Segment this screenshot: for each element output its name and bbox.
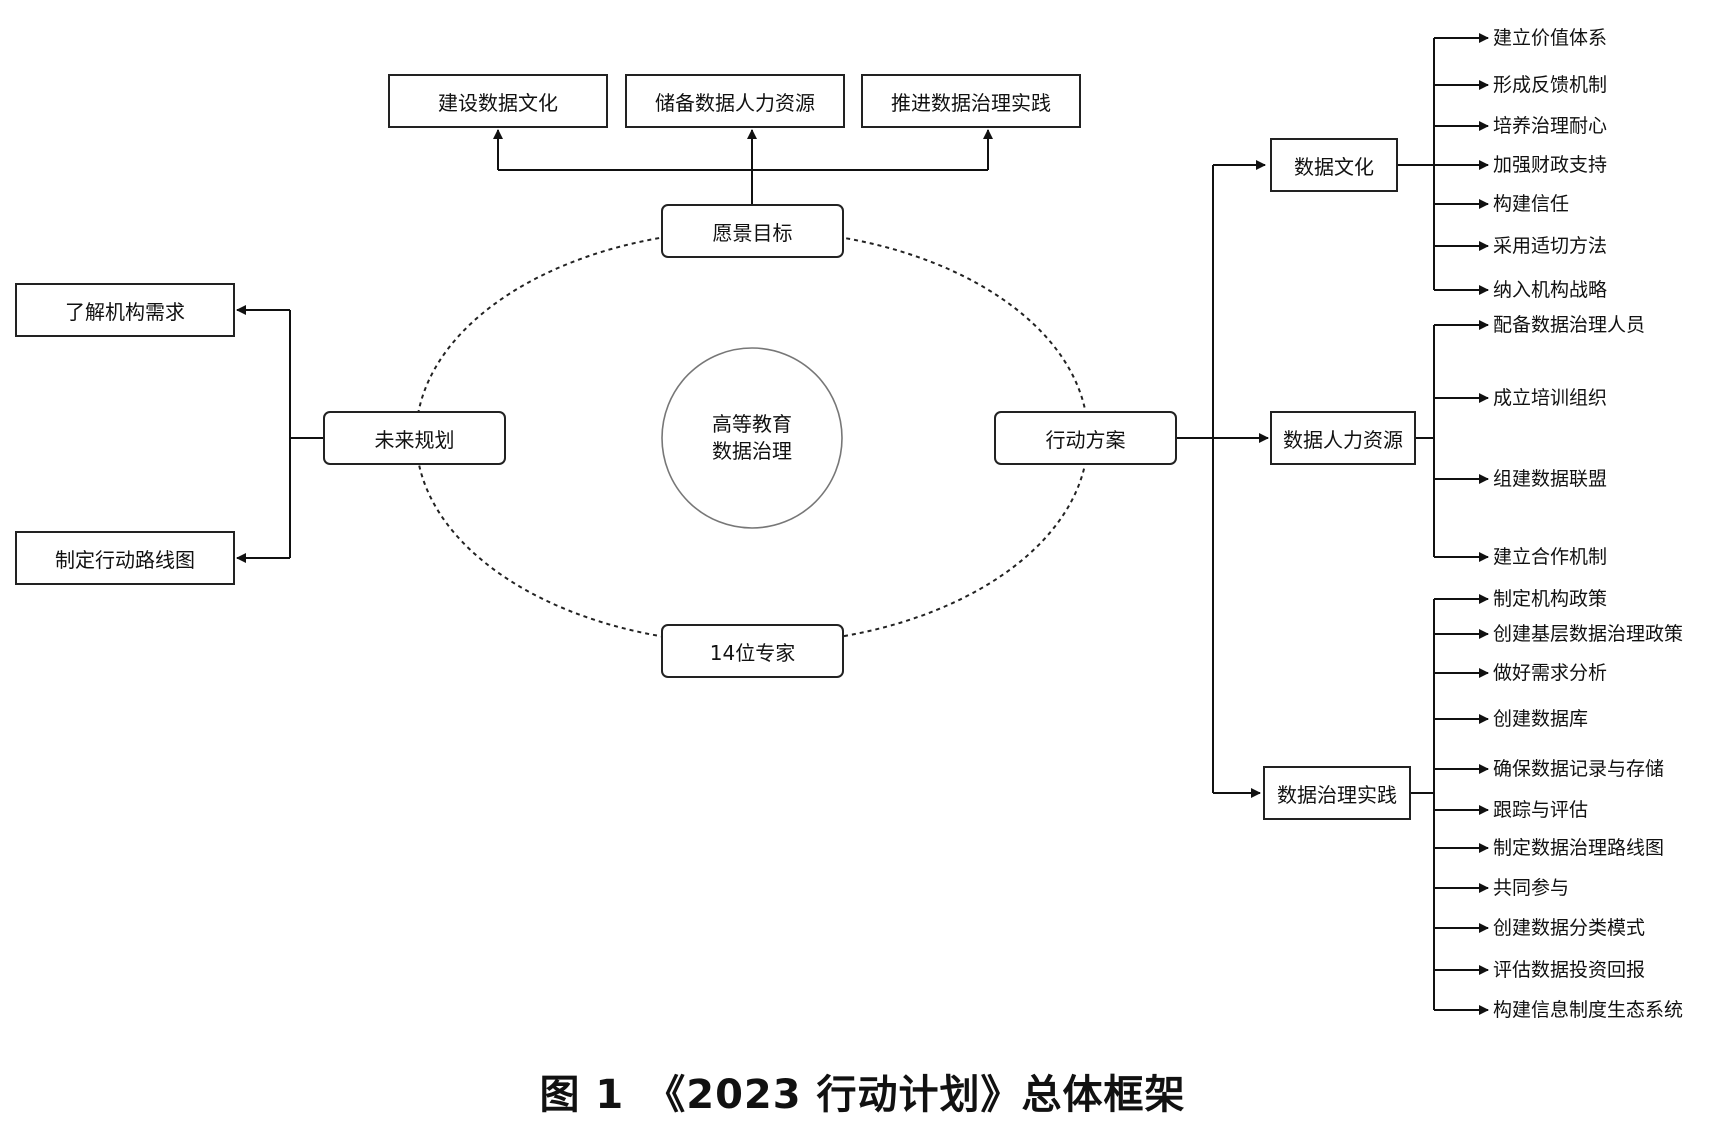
future-node: 未来规划 bbox=[323, 411, 506, 465]
leaf-item: 形成反馈机制 bbox=[1493, 74, 1608, 96]
vision-child-box-3: 推进数据治理实践 bbox=[861, 74, 1081, 128]
leaf-item: 构建信息制度生态系统 bbox=[1493, 999, 1684, 1021]
leaf-item: 培养治理耐心 bbox=[1493, 115, 1608, 137]
vision-child-box-2: 储备数据人力资源 bbox=[625, 74, 845, 128]
leaf-item: 共同参与 bbox=[1493, 877, 1570, 899]
future-connectors bbox=[236, 305, 323, 563]
leaf-item: 制定数据治理路线图 bbox=[1493, 837, 1665, 859]
vision-child-box-1: 建设数据文化 bbox=[388, 74, 608, 128]
leaf-item: 建立价值体系 bbox=[1493, 27, 1608, 49]
leaf-item: 加强财政支持 bbox=[1493, 154, 1608, 176]
leaf-item: 建立合作机制 bbox=[1493, 546, 1608, 568]
leaf-item: 成立培训组织 bbox=[1493, 387, 1608, 409]
leaf-item: 跟踪与评估 bbox=[1493, 799, 1589, 821]
center-title-line-1: 高等教育 bbox=[712, 412, 792, 436]
leaf-item: 做好需求分析 bbox=[1493, 662, 1608, 684]
action-node: 行动方案 bbox=[994, 411, 1177, 465]
center-title-line-2: 数据治理 bbox=[712, 439, 792, 463]
category-box-data-practice: 数据治理实践 bbox=[1263, 766, 1411, 820]
leaf-item: 创建数据分类模式 bbox=[1493, 917, 1646, 939]
vision-connectors bbox=[493, 129, 993, 204]
center-circle bbox=[661, 347, 843, 529]
category-box-data-hr: 数据人力资源 bbox=[1270, 411, 1416, 465]
leaf-item: 组建数据联盟 bbox=[1493, 468, 1608, 490]
action-connectors bbox=[1174, 160, 1269, 798]
leaf-item: 创建基层数据治理政策 bbox=[1493, 623, 1684, 645]
leaf-item: 配备数据治理人员 bbox=[1493, 314, 1646, 336]
category-box-data-culture: 数据文化 bbox=[1270, 138, 1398, 192]
leaf-item: 创建数据库 bbox=[1493, 708, 1589, 730]
experts-node: 14位专家 bbox=[661, 624, 844, 678]
future-child-box-2: 制定行动路线图 bbox=[15, 531, 235, 585]
center-title: 高等教育 数据治理 bbox=[672, 411, 832, 465]
leaf-item: 评估数据投资回报 bbox=[1493, 959, 1646, 981]
leaf-item: 采用适切方法 bbox=[1493, 235, 1608, 257]
leaf-item: 制定机构政策 bbox=[1493, 588, 1608, 610]
leaf-connectors bbox=[1398, 33, 1489, 1015]
vision-node: 愿景目标 bbox=[661, 204, 844, 258]
leaf-item: 确保数据记录与存储 bbox=[1493, 758, 1665, 780]
leaf-item: 构建信任 bbox=[1493, 193, 1570, 215]
future-child-box-1: 了解机构需求 bbox=[15, 283, 235, 337]
figure-caption: 图 1 《2023 行动计划》总体框架 bbox=[539, 1072, 1186, 1118]
leaf-item: 纳入机构战略 bbox=[1493, 279, 1608, 301]
